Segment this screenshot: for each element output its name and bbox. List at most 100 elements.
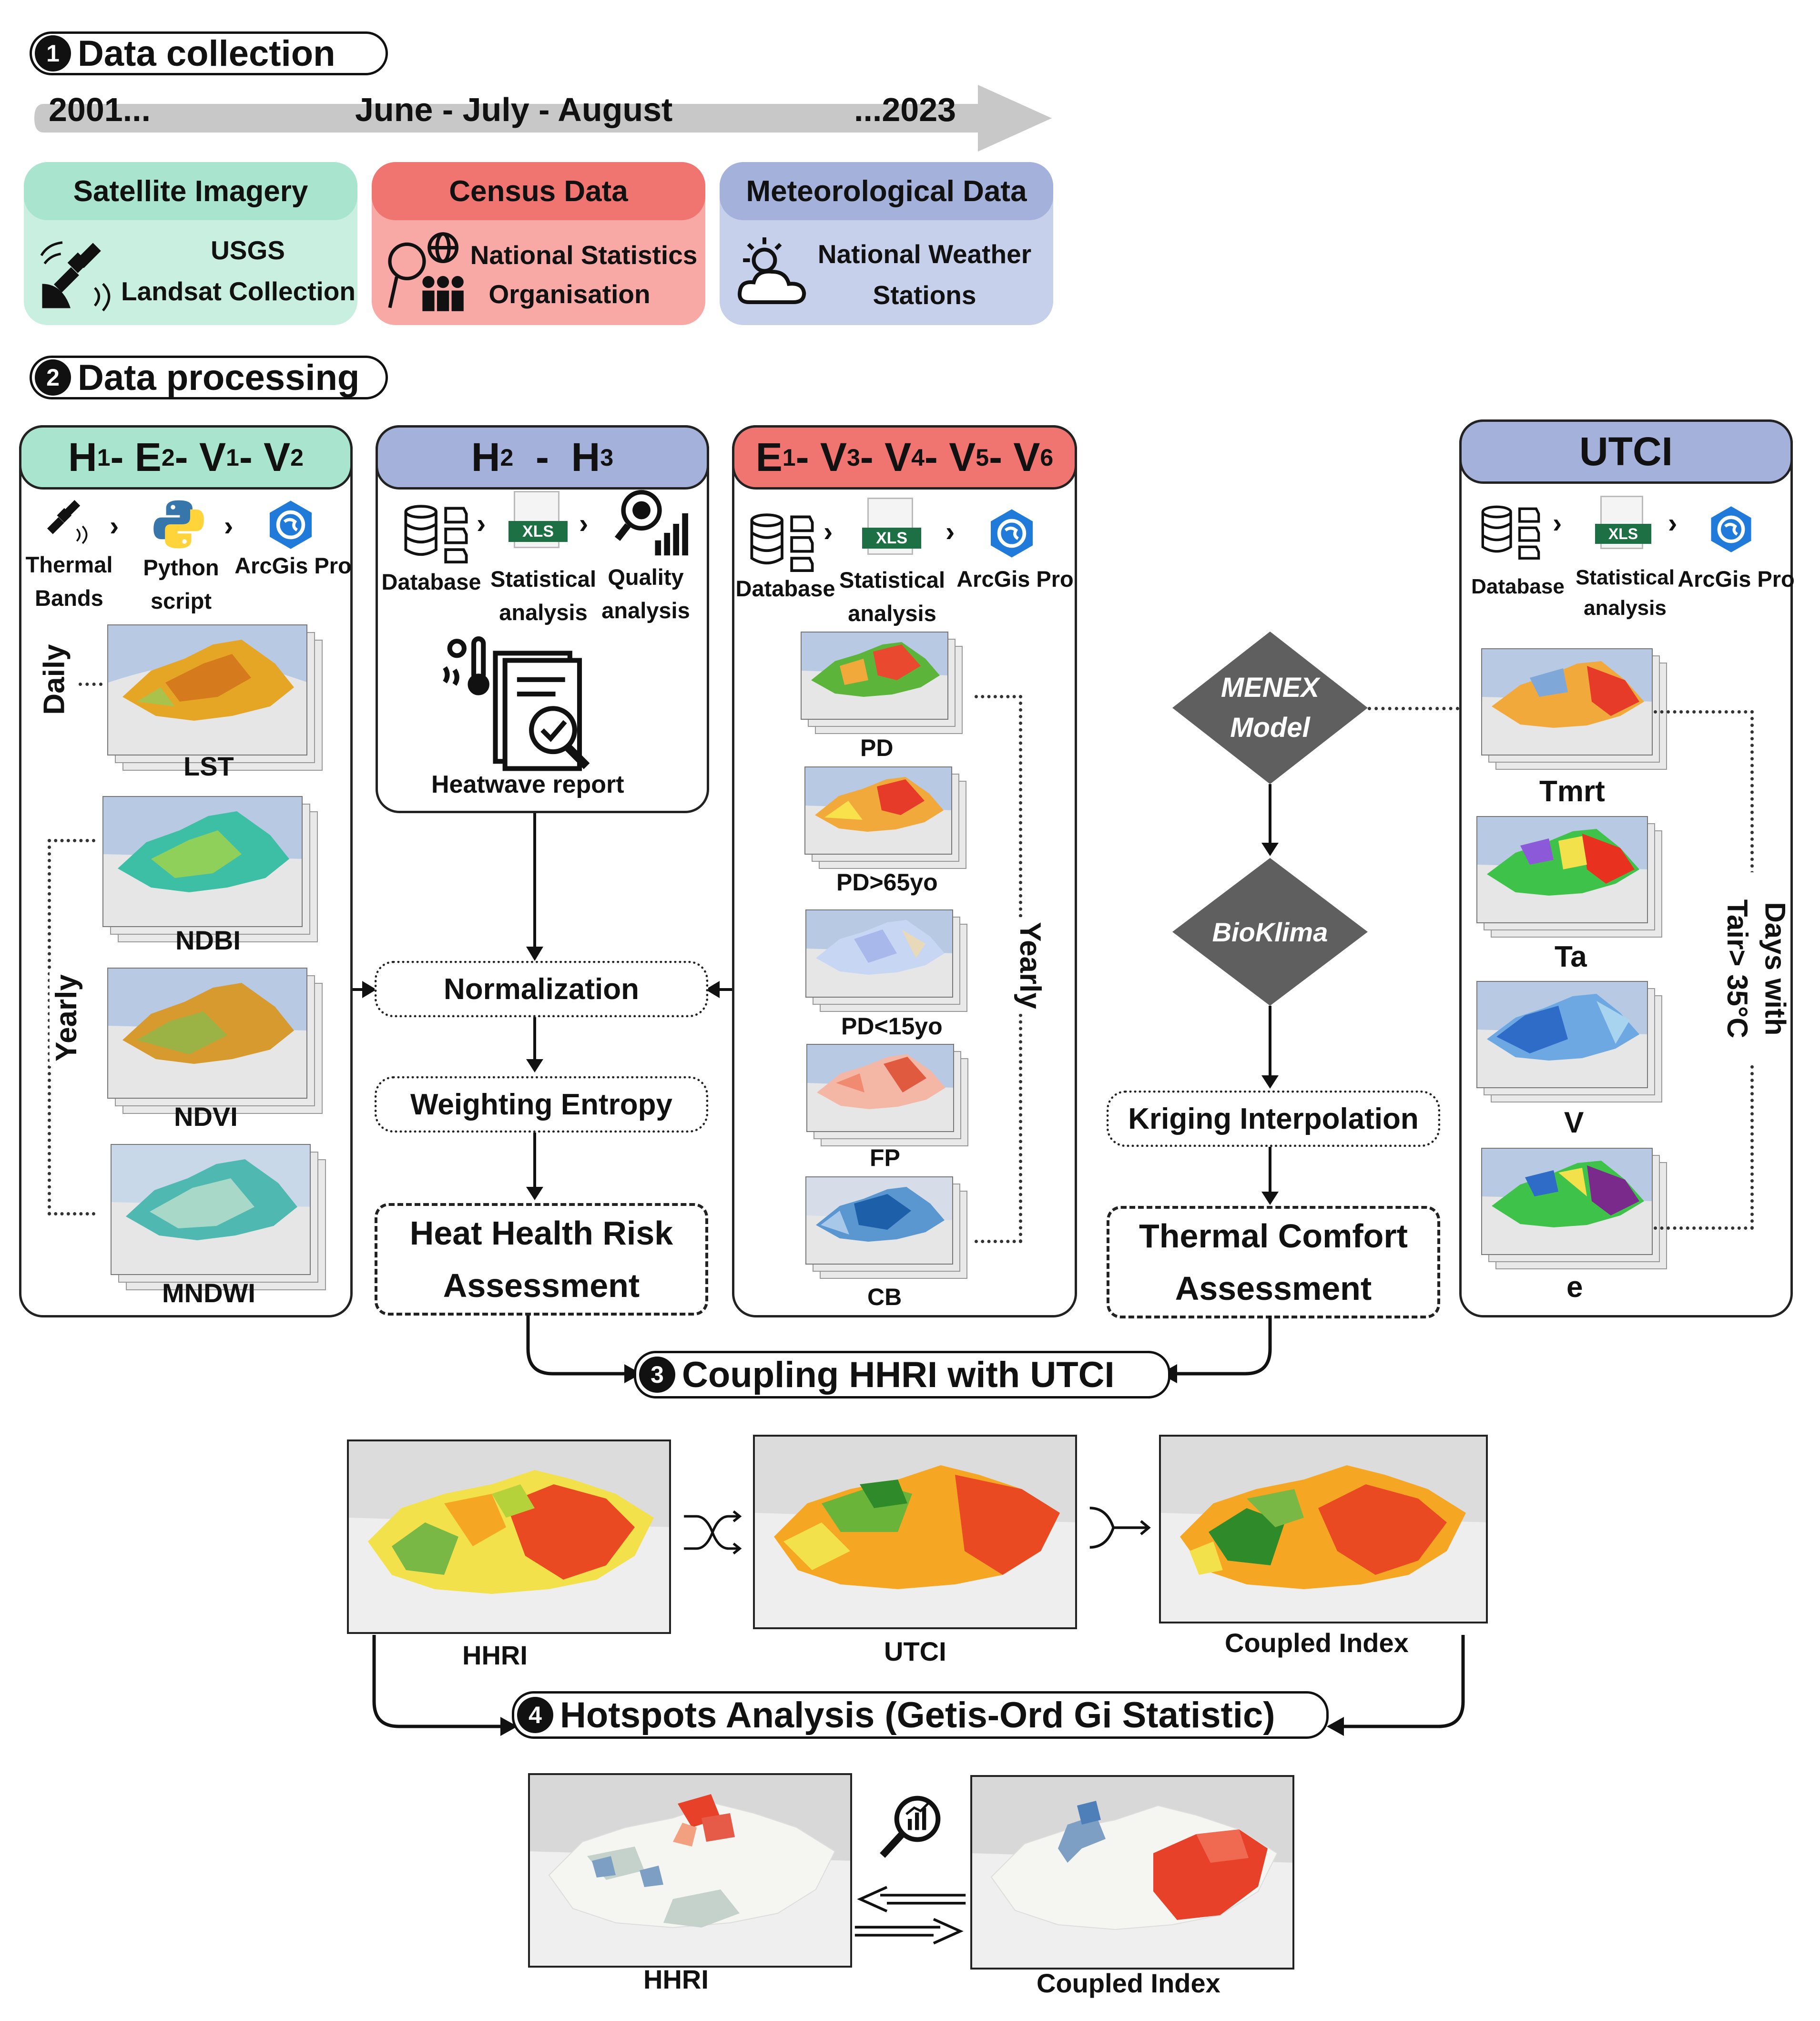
arrow-head (362, 981, 376, 998)
source-line-1: National Weather (817, 239, 1032, 269)
map-label: Coupled Index (1225, 1628, 1409, 1658)
map-label: HHRI (643, 1964, 709, 1994)
step-title: Data processing (78, 357, 360, 398)
map-label: PD (860, 735, 894, 761)
xls-file-icon: XLS (862, 498, 921, 555)
connector-line (533, 1133, 536, 1190)
days-label-line-2: Tair> 35°C (1721, 899, 1754, 1039)
tool-python-script: Python script (143, 555, 219, 613)
timeline-months: June - July - August (355, 91, 673, 128)
connector-line (1269, 1006, 1271, 1077)
arrow-head (1261, 1075, 1279, 1089)
arrow-head (526, 947, 543, 961)
map-label: Coupled Index (1037, 1968, 1220, 1998)
heatwave-report-label: Heatwave report (431, 771, 624, 798)
arrow-head (526, 1059, 543, 1072)
map-label: LST (183, 751, 234, 781)
quality-analysis-icon (614, 490, 688, 556)
step-title: Hotspots Analysis (Getis-Ord Gi Statisti… (560, 1694, 1275, 1735)
merge-arrow-icon (1089, 1507, 1151, 1549)
step-3-label: 3 Coupling HHRI with UTCI (634, 1351, 1170, 1398)
bioklima-diamond (1172, 858, 1368, 1006)
yearly-label: Yearly (49, 970, 83, 1066)
map-label: NDVI (174, 1102, 238, 1132)
map-label: CB (867, 1284, 902, 1310)
step-number: 1 (35, 35, 71, 71)
thermal-comfort-assessment: Thermal Comfort Assessment (1107, 1206, 1440, 1318)
source-line-1: USGS (211, 235, 285, 265)
map-hhri-coupling (347, 1439, 671, 1634)
map-hhri-hotspots (528, 1773, 852, 1968)
chevron-right-icon: › (824, 516, 833, 547)
step-number: 2 (35, 359, 71, 396)
connector-line (533, 813, 536, 947)
chevron-right-icon: › (946, 516, 955, 547)
arcgis-icon (1711, 506, 1751, 552)
step-number: 3 (639, 1357, 675, 1393)
exchange-arrows-icon (854, 1886, 966, 1945)
map-stack-ta (1476, 816, 1662, 938)
source-line-2: Organisation (488, 279, 651, 309)
tool-quality-analysis: Quality analysis (601, 564, 690, 623)
arrow-head (1261, 843, 1279, 856)
panel-title: UTCI (1459, 419, 1793, 484)
map-stack-ndvi (107, 968, 323, 1114)
map-stack-pd (801, 632, 963, 734)
tool-statistical-analysis: Statistical analysis (839, 567, 946, 626)
connector-line (715, 988, 732, 991)
tool-database: Database (381, 569, 481, 594)
days-label-line-1: Days with (1759, 902, 1791, 1036)
map-stack-cb (805, 1176, 967, 1279)
arrow-head (526, 1187, 543, 1200)
normalization-step: Normalization (375, 961, 708, 1017)
map-stack-ndbi (102, 796, 318, 942)
database-icon (404, 505, 468, 563)
weather-icon (738, 237, 806, 304)
map-label: NDBI (175, 925, 241, 955)
tool-arcgis-pro: ArcGis Pro (234, 553, 352, 578)
tool-arcgis-pro: ArcGis Pro (1678, 566, 1795, 592)
xls-file-icon: XLS (1595, 496, 1651, 549)
map-label: e (1566, 1271, 1583, 1304)
shuffle-icon (684, 1510, 742, 1555)
chevron-right-icon: › (1668, 508, 1678, 539)
census-icon (388, 232, 464, 311)
connector-line (1269, 1147, 1271, 1194)
map-utci-coupling (753, 1435, 1077, 1629)
source-line-2: Stations (873, 280, 976, 310)
step-1-label: 1 Data collection (30, 31, 388, 75)
source-line-1: National Statistics (470, 240, 698, 270)
map-stack-pd15 (805, 909, 967, 1012)
map-stack-v (1476, 981, 1662, 1102)
heat-health-risk-assessment: Heat Health Risk Assessment (375, 1203, 708, 1316)
xls-file-icon: XLS (508, 491, 568, 548)
map-label: PD<15yo (841, 1013, 943, 1040)
map-label: FP (870, 1144, 900, 1171)
menex-model-diamond (1172, 632, 1368, 784)
heatwave-report-icon (443, 636, 590, 771)
hotspot-connectors (372, 1635, 1465, 1736)
map-stack-mndwi (111, 1144, 326, 1290)
map-coupled-index (1159, 1435, 1488, 1623)
arrow-head (1261, 1192, 1279, 1205)
step-title: Coupling HHRI with UTCI (682, 1354, 1115, 1395)
chevron-right-icon: › (477, 508, 486, 539)
map-stack-pd65 (804, 766, 966, 869)
source-satellite: Satellite Imagery USGS Landsat Collectio… (24, 162, 357, 325)
chevron-right-icon: › (1553, 508, 1562, 539)
yearly-label: Yearly (1013, 917, 1047, 1014)
tool-statistical-analysis: Statistical analysis (1576, 566, 1675, 620)
map-stack-tmrt (1481, 648, 1667, 770)
satellite-icon (40, 241, 111, 312)
tool-arcgis-pro: ArcGis Pro (956, 566, 1074, 592)
daily-label: Daily (38, 644, 71, 715)
source-title: Satellite Imagery (24, 162, 357, 220)
menex-model-label: MENEX Model (1220, 672, 1320, 743)
magnifier-chart-icon (880, 1796, 941, 1858)
map-stack-lst (107, 624, 323, 771)
map-label: V (1564, 1106, 1584, 1139)
weighting-entropy-step: Weighting Entropy (375, 1076, 708, 1133)
dotted-leader (79, 683, 102, 686)
kriging-interpolation-step: Kriging Interpolation (1107, 1091, 1440, 1147)
map-label: UTCI (884, 1636, 946, 1666)
